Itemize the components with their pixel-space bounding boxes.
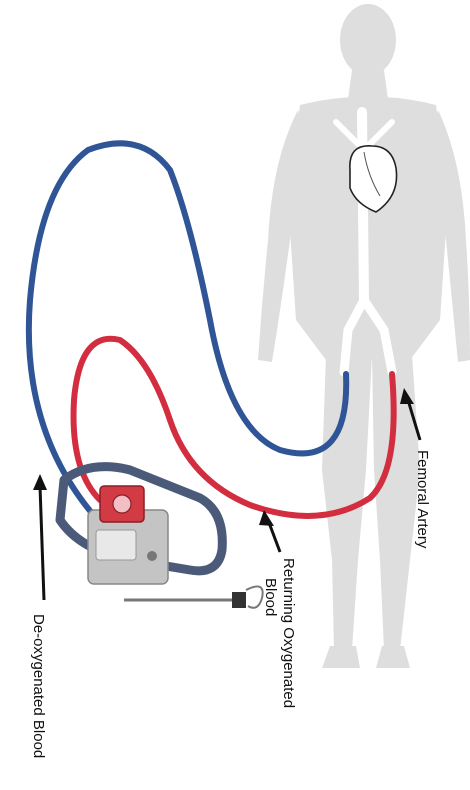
device-knob — [147, 551, 157, 561]
arrow-deoxy-head — [33, 474, 47, 490]
iv-hook — [246, 586, 263, 607]
label-returning-line2: Blood — [262, 578, 279, 616]
body-left-foot — [322, 646, 360, 668]
label-femoral-artery: Femoral Artery — [414, 450, 431, 549]
device-panel — [96, 530, 136, 560]
arrow-deoxy-shaft — [40, 486, 44, 600]
label-deoxygenated-blood: De-oxygenated Blood — [30, 614, 47, 758]
body-head — [340, 4, 396, 76]
label-returning-line1: Returning Oxygenated — [280, 558, 297, 708]
body-right-foot — [376, 646, 410, 668]
iv-clamp — [232, 592, 246, 608]
pump-head — [113, 495, 131, 513]
body-neck — [348, 70, 388, 100]
